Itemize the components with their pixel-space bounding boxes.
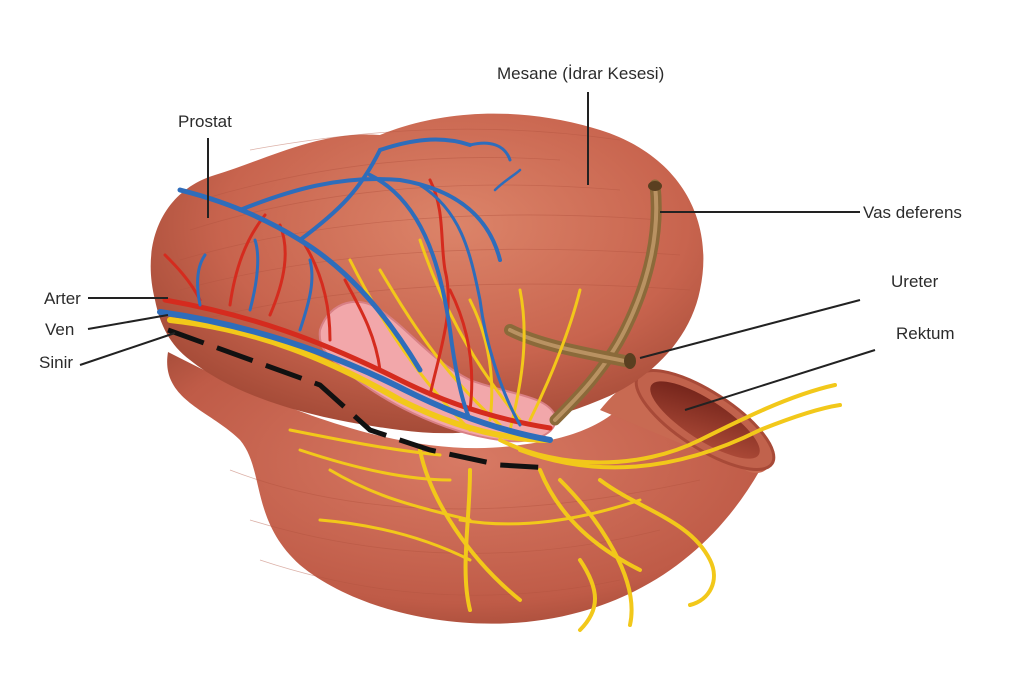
nerve-sparing-dashed-line: [167, 327, 551, 471]
label-rektum: Rektum: [896, 324, 955, 343]
leader-lines: [79, 92, 876, 411]
label-prostat: Prostat: [178, 112, 232, 131]
label-arter: Arter: [44, 289, 81, 308]
arteries: [162, 178, 553, 431]
rectum-lumen: [650, 381, 760, 459]
label-vas-deferens: Vas deferens: [863, 203, 962, 222]
label-ureter: Ureter: [891, 272, 939, 291]
muscle-fibers: [179, 128, 701, 596]
label-sinir: Sinir: [39, 353, 74, 372]
label-ven: Ven: [45, 320, 75, 339]
veins: [157, 137, 553, 443]
label-mesane: Mesane (İdrar Kesesi): [497, 64, 665, 83]
nerves: [167, 238, 842, 632]
